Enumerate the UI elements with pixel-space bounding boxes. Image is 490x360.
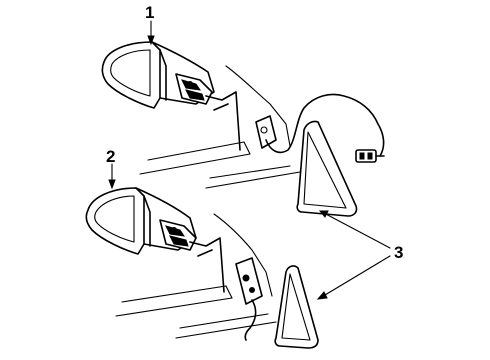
callout-1: 1 xyxy=(145,3,154,22)
upper-wire-harness xyxy=(265,93,385,157)
upper-door-outline xyxy=(225,65,291,147)
callout-2: 2 xyxy=(106,147,115,166)
callout-leaders xyxy=(108,20,391,300)
callout-3: 3 xyxy=(394,243,403,262)
arrowhead-icon xyxy=(318,210,329,218)
lower-mirror-glass xyxy=(94,195,135,243)
lower-mirror-assembly xyxy=(85,187,319,349)
lower-sail-garnish xyxy=(274,265,319,349)
upper-mirror-assembly xyxy=(101,41,385,217)
arrowhead-icon xyxy=(108,179,116,190)
upper-mirror-glass xyxy=(110,49,151,97)
arrowhead-icon xyxy=(316,291,328,300)
leader-line-3b xyxy=(319,255,391,299)
wire-plug-connector xyxy=(355,149,385,163)
arrowhead-icon xyxy=(147,35,155,46)
lower-mirror-housing xyxy=(85,187,145,255)
leader-line-3a xyxy=(321,211,391,249)
lower-connector-plate xyxy=(235,257,263,305)
lower-wire-lead xyxy=(244,299,257,341)
lower-door-outline xyxy=(213,213,273,297)
